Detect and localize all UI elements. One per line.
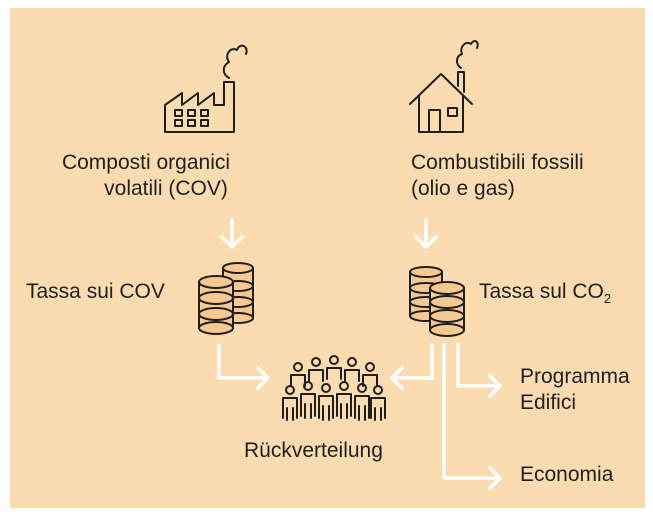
arrow-co2-tax-to-economy <box>442 343 502 490</box>
arrow-cov-tax-to-redistribution <box>217 343 270 390</box>
arrow-co2-tax-to-buildings <box>456 343 502 398</box>
coin-stack-icon <box>198 262 254 335</box>
coin-stack-icon <box>409 266 465 337</box>
tax-cov-label: Tassa sui COV <box>26 280 165 303</box>
redistribution-label: Rückverteilung <box>244 439 383 462</box>
arrow-co2-tax-to-redistribution <box>390 343 434 390</box>
economy-label: Economia <box>520 463 614 486</box>
buildings-program-label: Programma Edifici <box>520 365 630 415</box>
house-icon <box>409 40 479 133</box>
people-group-icon <box>282 355 386 421</box>
factory-icon <box>164 44 248 133</box>
arrow-fossil-to-tax <box>414 218 438 249</box>
source-fossil-label: Combustibili fossili (olio e gas) <box>411 151 584 201</box>
tax-co2-label: Tassa sul CO2 <box>479 280 612 307</box>
source-cov-label: Composti organici volatili (COV) <box>61 151 231 201</box>
diagram-panel <box>10 8 645 508</box>
arrow-cov-to-tax <box>220 218 244 249</box>
